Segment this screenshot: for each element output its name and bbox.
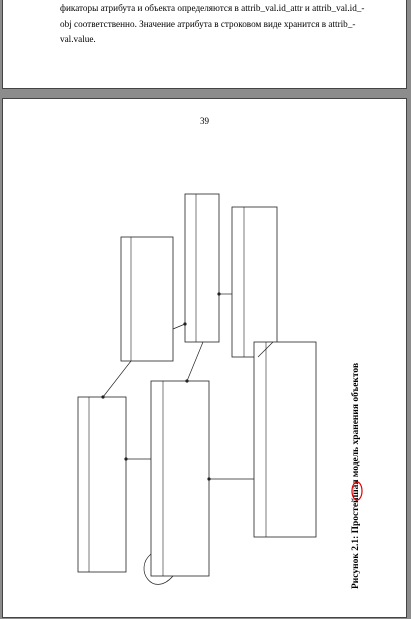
entity-classes bbox=[150, 380, 210, 577]
rel-attribval-objects bbox=[172, 323, 186, 330]
entity-link-type bbox=[253, 341, 317, 538]
entity-attrib-val bbox=[120, 236, 174, 362]
figure-caption-text: Рисунок 2.1: Простейшая модель хранения … bbox=[351, 362, 361, 589]
er-diagram bbox=[77, 193, 317, 585]
rel-attribval-attrib bbox=[102, 360, 132, 398]
page-top: фикаторы атрибута и объекта определяются… bbox=[2, 0, 407, 89]
rel-classes-self bbox=[143, 553, 174, 585]
paragraph: фикаторы атрибута и объекта определяются… bbox=[60, 1, 380, 48]
page-number: 39 bbox=[200, 116, 209, 126]
rel-objects-classes bbox=[186, 341, 204, 382]
entity-obj-link bbox=[231, 206, 278, 358]
paragraph-line-2: obj соответственно. Значение атрибута в … bbox=[60, 18, 356, 29]
rel-objlink-linktype bbox=[257, 341, 274, 358]
entity-objects bbox=[184, 193, 220, 343]
page-bottom: 39 bbox=[2, 98, 407, 618]
paragraph-line-3: val.value. bbox=[60, 34, 96, 44]
entity-attrib bbox=[77, 396, 127, 573]
paragraph-line-1: фикаторы атрибута и объекта определяются… bbox=[60, 3, 365, 13]
